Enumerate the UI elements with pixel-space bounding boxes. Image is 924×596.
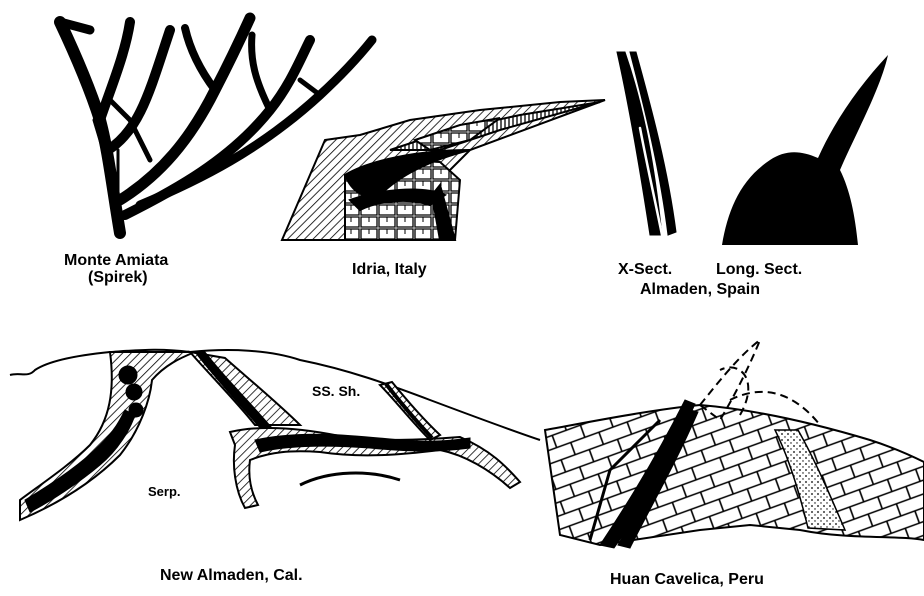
almaden-xsect-label: X-Sect.: [618, 262, 672, 278]
monte-amiata-title: Monte Amiata: [64, 253, 168, 269]
almaden-longsect-figure: [722, 55, 888, 245]
almaden-longsect-label: Long. Sect.: [716, 262, 802, 278]
idria-figure: [282, 100, 605, 240]
idria-title: Idria, Italy: [352, 262, 427, 278]
huan-cavelica-figure: [545, 340, 924, 548]
ss-sh-label: SS. Sh.: [312, 384, 360, 398]
new-almaden-title: New Almaden, Cal.: [160, 568, 303, 584]
monte-amiata-subtitle: (Spirek): [88, 270, 148, 286]
serp-label: Serp.: [148, 485, 181, 498]
almaden-title: Almaden, Spain: [640, 282, 760, 298]
new-almaden-figure: [10, 350, 540, 520]
huan-cavelica-title: Huan Cavelica, Peru: [610, 572, 764, 588]
almaden-xsect-figure: [617, 52, 676, 235]
